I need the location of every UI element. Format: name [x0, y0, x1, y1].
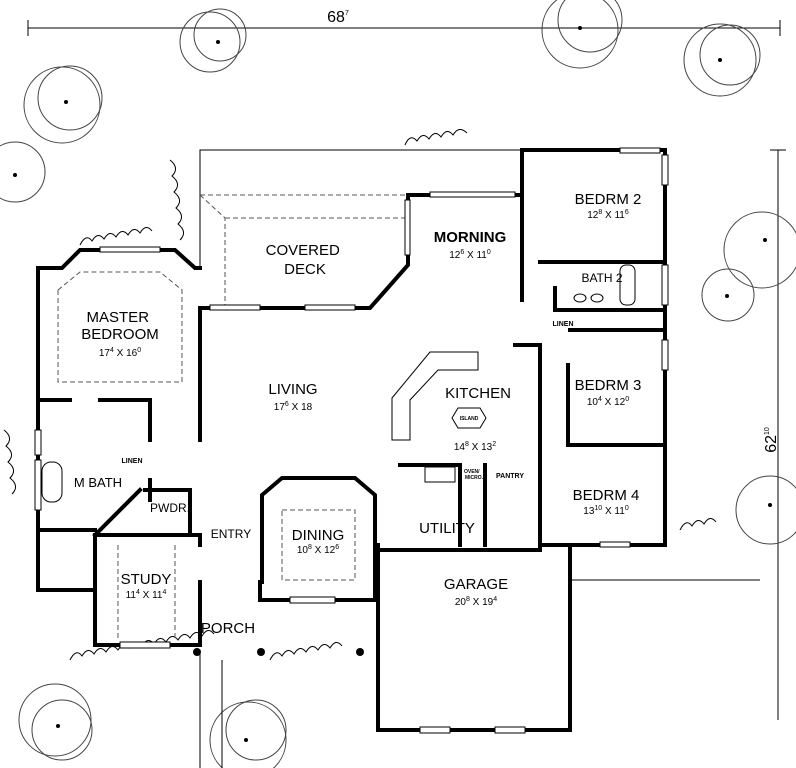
room-powder: PWDR. — [150, 501, 190, 515]
living-size: 176 X 18 — [274, 401, 313, 413]
island-label: ISLAND — [460, 416, 479, 422]
room-bath-2: BATH 2 — [581, 271, 622, 285]
morning-size: 126 X 110 — [449, 249, 491, 261]
room-porch: PORCH — [201, 620, 255, 637]
bedrm-4-size: 1310 X 110 — [583, 505, 629, 517]
room-m-bath: M BATH — [74, 475, 122, 490]
room-living: LIVING — [268, 381, 317, 398]
cooktop-icon — [424, 466, 456, 483]
room-bedrm-3: BEDRM 3 — [575, 377, 642, 394]
room-utility: UTILITY — [419, 520, 475, 537]
porch-column — [193, 648, 201, 656]
room-covered-deck: COVERED DECK — [266, 242, 345, 278]
tree-icon — [701, 211, 796, 322]
tree-icon — [23, 65, 103, 144]
bedrm-3-size: 104 X 120 — [587, 396, 629, 408]
kitchen-size: 148 X 132 — [454, 441, 496, 453]
oven-micro-label: OVEN/ MICRO. — [464, 460, 484, 481]
room-master-bedroom: MASTER BEDROOM — [81, 309, 159, 343]
tree-icon — [735, 475, 796, 545]
bathtub-icon — [619, 264, 636, 306]
bedrm-2-size: 128 X 116 — [587, 209, 629, 221]
linen-closet-label: LINEN — [122, 458, 143, 465]
porch-column — [257, 648, 265, 656]
room-kitchen: KITCHEN — [445, 385, 511, 402]
kitchen-counter — [391, 351, 479, 441]
linen-closet-label: LINEN — [553, 321, 574, 328]
tree-icon — [683, 23, 761, 97]
master-bedroom-size: 174 X 160 — [99, 347, 141, 359]
tree-icon — [209, 699, 287, 768]
room-dining: DINING — [292, 527, 345, 544]
tree-icon — [541, 0, 623, 69]
room-study: STUDY — [121, 571, 172, 588]
overall-width-label: 687 — [327, 9, 349, 26]
garage-size: 208 X 194 — [455, 596, 497, 608]
windows — [34, 147, 669, 734]
study-size: 114 X 114 — [126, 589, 167, 601]
overall-depth-label: 6210 — [763, 427, 780, 453]
tree-icon — [18, 683, 93, 761]
dimension-lines — [27, 20, 786, 720]
bathtub-icon — [41, 461, 63, 503]
porch-column — [356, 648, 364, 656]
island-icon — [451, 407, 487, 429]
covered-deck-outline — [199, 149, 522, 308]
room-bedrm-4: BEDRM 4 — [573, 487, 640, 504]
dining-size: 108 X 126 — [297, 544, 339, 556]
tree-icon — [179, 8, 247, 73]
pantry-label: PANTRY — [496, 473, 524, 480]
room-bedrm-2: BEDRM 2 — [575, 191, 642, 208]
fixtures — [41, 264, 760, 768]
room-garage: GARAGE — [444, 576, 508, 593]
tree-icon — [0, 141, 46, 203]
room-entry: ENTRY — [211, 527, 251, 541]
room-morning: MORNING — [434, 229, 507, 246]
